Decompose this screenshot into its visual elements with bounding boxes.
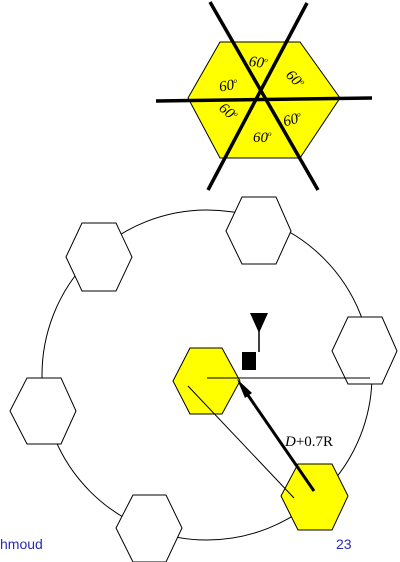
distance-arrow-head bbox=[237, 379, 252, 398]
mobile-antenna-icon bbox=[250, 313, 268, 333]
sector-line-1 bbox=[208, 1, 320, 191]
sector-angle-top: 60o bbox=[248, 54, 269, 72]
cochannel-cell-upper-left bbox=[65, 222, 133, 292]
sector-line-3 bbox=[155, 96, 373, 103]
cochannel-cell-bottom-left bbox=[115, 494, 183, 562]
serving-cell bbox=[172, 347, 241, 415]
cochannel-cell-top bbox=[225, 196, 292, 265]
sectored-cell: 60o 60o 60o 60o 60o 60o bbox=[155, 1, 373, 191]
sector-angle-upper-left: 60o bbox=[218, 77, 239, 96]
page-number: 23 bbox=[336, 536, 352, 552]
cochannel-cell-left bbox=[9, 377, 77, 445]
distance-arrow-shaft bbox=[241, 387, 316, 492]
footer-author: hmoud bbox=[0, 536, 43, 552]
sector-angle-bottom: 60o bbox=[253, 130, 272, 146]
sector-line-2 bbox=[206, 2, 309, 191]
cochannel-cell-right bbox=[331, 316, 398, 385]
sector-angle-lower-right: 60o bbox=[282, 110, 304, 130]
mobile-station-icon bbox=[242, 352, 256, 370]
connector-line bbox=[187, 385, 295, 499]
interfering-cell bbox=[280, 463, 349, 531]
interference-geometry: D+0.7R bbox=[9, 196, 398, 562]
distance-label: D+0.7R bbox=[284, 434, 333, 450]
